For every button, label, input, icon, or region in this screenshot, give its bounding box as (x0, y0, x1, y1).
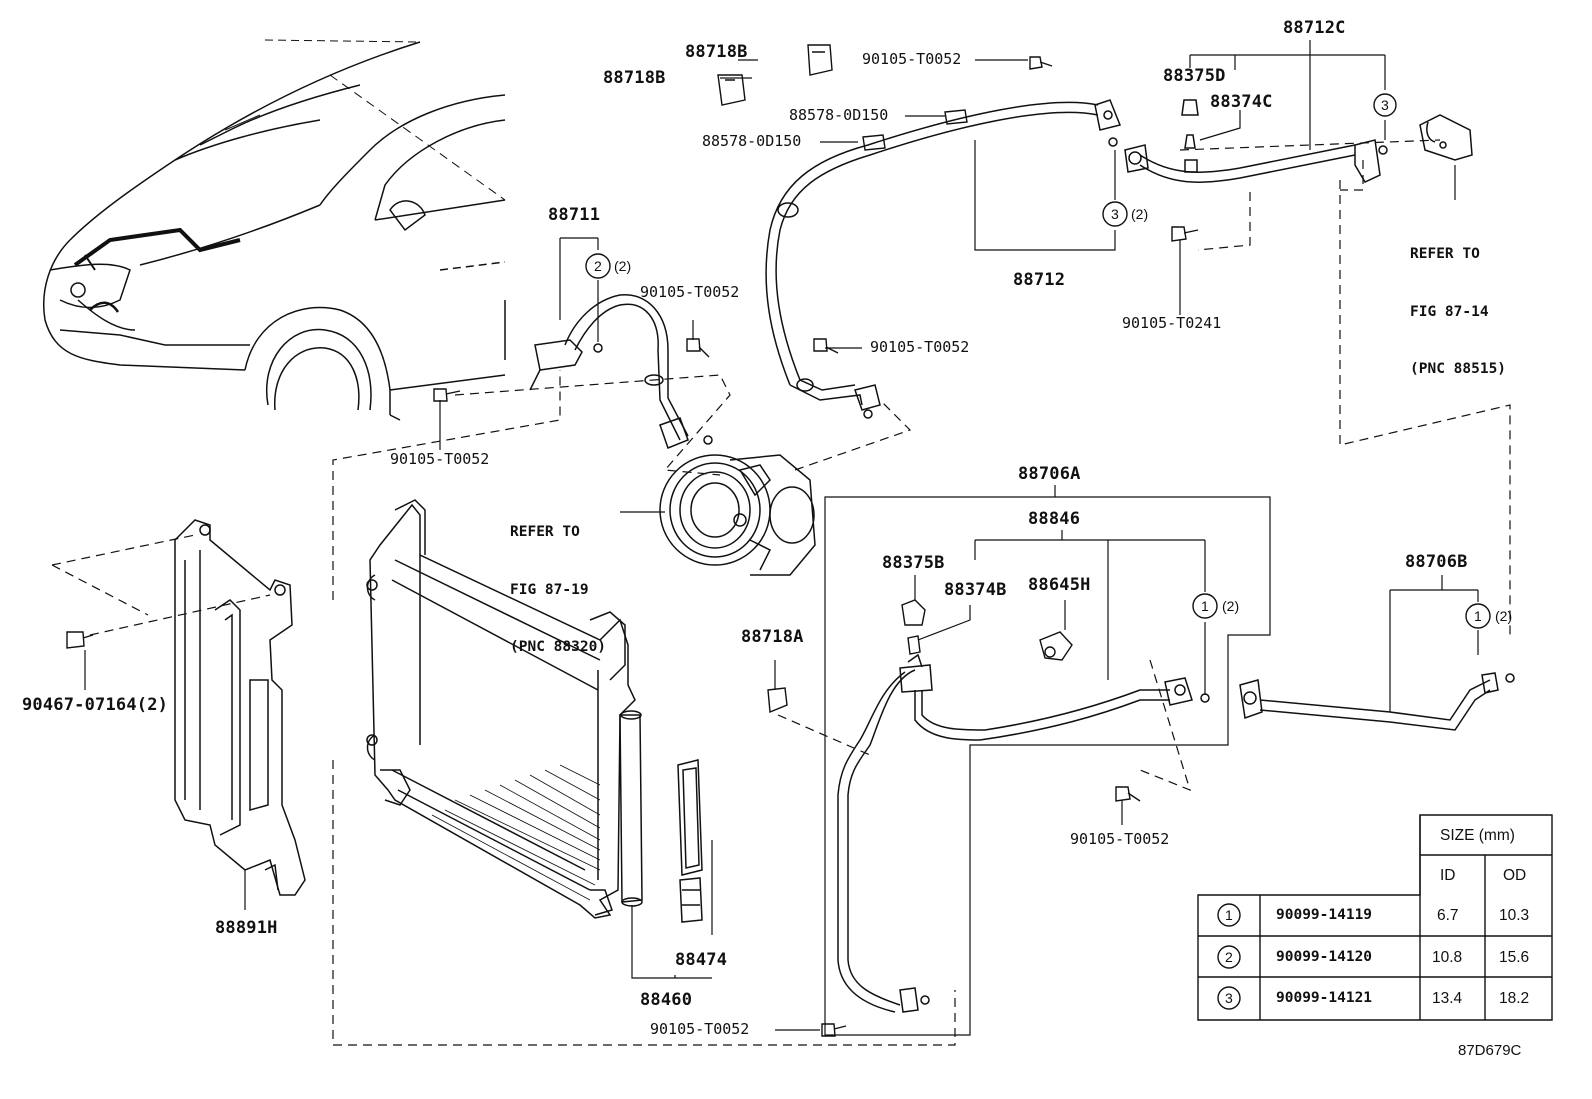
air-guide-88891h (174, 519, 306, 896)
part-88846[interactable]: 88846 (1028, 509, 1081, 529)
dryer-filter (677, 759, 703, 923)
part-88578-0d150-lower[interactable]: 88578-0D150 (702, 132, 802, 150)
size-table-header: SIZE (mm) (1440, 827, 1515, 844)
size-row-1-id: 6.7 (1437, 907, 1459, 924)
part-88718b-lower[interactable]: 88718B (603, 68, 666, 88)
dashed-assembly-lines (51, 139, 1511, 1046)
part-88578-0d150-upper[interactable]: 88578-0D150 (789, 106, 889, 124)
size-row-3-od: 18.2 (1499, 990, 1530, 1007)
size-row-1-num: 1 (1225, 907, 1233, 923)
callout-circles (585, 93, 1491, 1010)
leader-lines (84, 40, 1479, 1036)
part-88711[interactable]: 88711 (548, 205, 601, 225)
part-88718b-upper[interactable]: 88718B (685, 42, 748, 62)
part-90105-t0241[interactable]: 90105-T0241 (1122, 314, 1222, 332)
callout-1-liquid: 1 (1201, 598, 1209, 614)
clips (717, 44, 968, 714)
size-row-1-od: 10.3 (1499, 907, 1530, 924)
size-table-col-id: ID (1440, 867, 1456, 884)
service-valve-cap (901, 599, 926, 655)
part-88718a[interactable]: 88718A (741, 627, 804, 647)
part-88712c[interactable]: 88712C (1283, 18, 1346, 38)
liquid-line-88846 (837, 653, 1210, 1013)
part-90105-t0052-mid[interactable]: 90105-T0052 (640, 283, 740, 301)
size-table-col-od: OD (1503, 867, 1527, 884)
part-88706b[interactable]: 88706B (1405, 552, 1468, 572)
callout-3-mid-qty: (2) (1131, 206, 1149, 222)
size-row-2-num: 2 (1225, 949, 1233, 965)
part-88374c[interactable]: 88374C (1210, 92, 1273, 112)
ref-line: FIG 87-14 (1410, 303, 1489, 320)
part-90467-07164[interactable]: 90467-07164(2) (22, 695, 169, 715)
part-90105-t0052-bottom[interactable]: 90105-T0052 (650, 1020, 750, 1038)
callout-3-top: 3 (1381, 97, 1389, 113)
callout-2-qty: (2) (614, 258, 632, 274)
size-row-3-id: 13.4 (1432, 990, 1463, 1007)
callout-1-pipe-qty: (2) (1495, 608, 1513, 624)
size-row-3-part[interactable]: 90099-14121 (1276, 990, 1373, 1006)
hose-88712 (765, 99, 1122, 419)
size-row-2-id: 10.8 (1432, 949, 1463, 966)
callout-1-pipe: 1 (1474, 608, 1482, 624)
ref-line: (PNC 88320) (510, 639, 607, 655)
part-88645h[interactable]: 88645H (1028, 575, 1091, 595)
callout-3-mid: 3 (1111, 206, 1119, 222)
part-90105-t0052-top[interactable]: 90105-T0052 (862, 50, 962, 68)
part-90105-t0052-left[interactable]: 90105-T0052 (390, 450, 490, 468)
part-90105-t0052-right[interactable]: 90105-T0052 (870, 338, 970, 356)
ref-fig-87-14[interactable]: REFER TO FIG 87-14 (PNC 88515) (1410, 207, 1506, 398)
expansion-valve-fitting (1419, 114, 1473, 161)
ref-line: (PNC 88515) (1410, 361, 1507, 377)
part-88891h[interactable]: 88891H (215, 918, 278, 938)
part-90105-t0052-lower-right[interactable]: 90105-T0052 (1070, 830, 1170, 848)
part-88706a[interactable]: 88706A (1018, 464, 1081, 484)
size-row-3-num: 3 (1225, 990, 1233, 1006)
part-88474[interactable]: 88474 (675, 950, 728, 970)
callout-2: 2 (594, 258, 602, 274)
size-row-2-part[interactable]: 90099-14120 (1276, 949, 1373, 965)
figure-code: 87D679C (1458, 1042, 1522, 1059)
pressure-switch (1039, 631, 1073, 661)
size-table-grid (1197, 814, 1553, 1021)
part-88460[interactable]: 88460 (640, 990, 693, 1010)
pipe-88712c (1124, 99, 1388, 183)
receiver-dryer (619, 710, 643, 907)
ref-fig-87-19[interactable]: REFER TO FIG 87-19 (PNC 88320) (510, 485, 606, 676)
ref-line: REFER TO (510, 524, 580, 541)
discharge-hose-88711 (529, 294, 713, 449)
size-row-2-od: 15.6 (1499, 949, 1530, 966)
callout-1-liquid-qty: (2) (1222, 598, 1240, 614)
ref-line: REFER TO (1410, 246, 1480, 263)
bolts (66, 56, 1199, 1037)
compressor (659, 454, 816, 576)
part-88375d[interactable]: 88375D (1163, 66, 1226, 86)
part-88375b[interactable]: 88375B (882, 553, 945, 573)
ref-line: FIG 87-19 (510, 581, 589, 598)
part-88374b[interactable]: 88374B (944, 580, 1007, 600)
pipe-88706b (1239, 672, 1515, 731)
vehicle-outline (43, 39, 506, 421)
size-row-1-part[interactable]: 90099-14119 (1276, 907, 1373, 923)
part-88712[interactable]: 88712 (1013, 270, 1066, 290)
